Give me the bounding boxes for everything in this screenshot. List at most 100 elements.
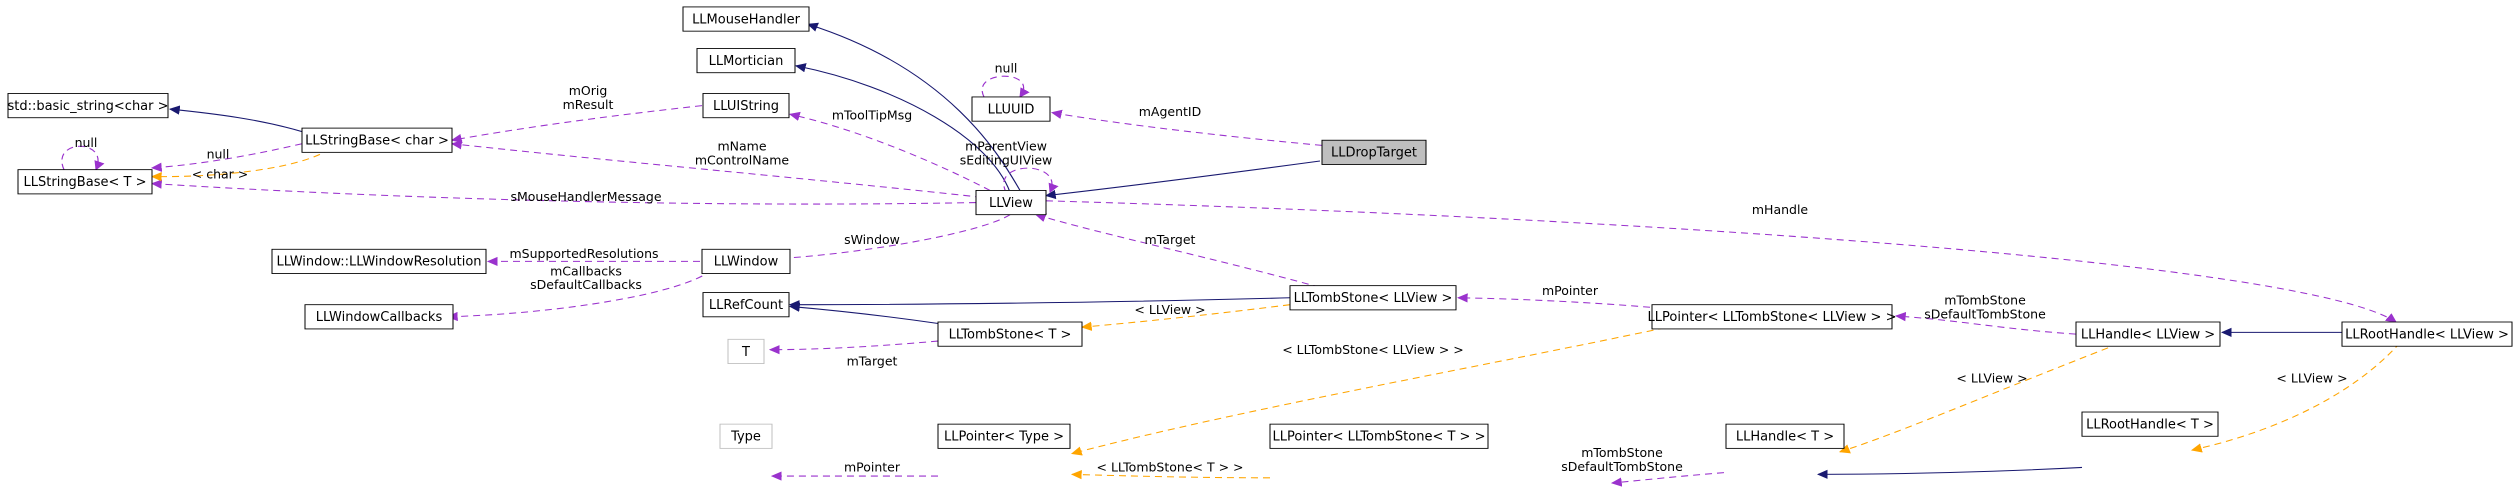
edge-lldroptarget-to-llview	[1044, 160, 1321, 200]
label-mcallbacks: mCallbacks	[550, 263, 622, 278]
edge-llhandle-llview-mtombstone	[1894, 311, 2077, 335]
node-llhandle-llview[interactable]: LLHandle< LLView >	[2075, 321, 2221, 347]
svg-text:LLUIString: LLUIString	[713, 99, 779, 114]
label-llview-tpl-root: < LLView >	[2276, 371, 2347, 386]
edge-llview-mhandle-llroothandle-llview	[1045, 200, 2397, 323]
svg-text:LLUUID: LLUUID	[988, 102, 1035, 117]
svg-text:LLRootHandle< LLView >: LLRootHandle< LLView >	[2345, 327, 2509, 342]
svg-text:LLRootHandle< T >: LLRootHandle< T >	[2086, 417, 2214, 432]
svg-text:LLWindow::LLWindowResolution: LLWindow::LLWindowResolution	[276, 255, 481, 270]
edge-lluistring-morig-llstringbase-char	[450, 105, 703, 144]
node-t[interactable]: T	[727, 338, 765, 364]
label-null-left: null	[75, 135, 98, 150]
label-mtarget-view: mTarget	[1145, 232, 1196, 247]
node-llpointer-tombstone-llview[interactable]: LLPointer< LLTombStone< LLView > >	[1648, 304, 1897, 330]
node-llrefcount[interactable]: LLRefCount	[702, 292, 790, 318]
node-lldroptarget[interactable]: LLDropTarget	[1321, 139, 1427, 165]
edge-llwindow-mcallbacks-llwindowcallbacks	[446, 269, 713, 322]
edge-llstringbase-t-null-self	[61, 145, 105, 171]
edge-llview-swindow-llwindow	[756, 214, 1011, 264]
svg-text:T: T	[741, 345, 750, 360]
label-sdefaulttombstone-bottom: sDefaultTombStone	[1561, 459, 1683, 474]
node-llmortician[interactable]: LLMortician	[696, 48, 796, 74]
node-llroothandle-llview[interactable]: LLRootHandle< LLView >	[2341, 321, 2513, 347]
label-mpointer-bottom: mPointer	[844, 460, 901, 475]
node-llmousehandler[interactable]: LLMouseHandler	[682, 6, 810, 32]
node-lltombstone-t[interactable]: LLTombStone< T >	[937, 321, 1083, 347]
label-seditinguiview: sEditingUIView	[960, 152, 1053, 167]
svg-text:LLTombStone< T >: LLTombStone< T >	[949, 327, 1072, 342]
edge-llview-smousehandlermessage-llstringbase-t	[150, 179, 977, 205]
label-mtombstone-top: mTombStone	[1944, 293, 2026, 308]
edge-llhandle-t-mtombstone	[1610, 472, 1725, 487]
label-null-uuid: null	[995, 61, 1018, 76]
nodes: LLMouseHandler LLMortician std::basic_st…	[7, 6, 2513, 449]
label-magentid: mAgentID	[1139, 104, 1201, 119]
label-mpointer-top: mPointer	[1542, 283, 1599, 298]
edge-llpointer-tombstone-llview-mpointer	[1456, 293, 1651, 308]
edge-llroothandle-t-to-llhandle-t	[1816, 466, 2083, 480]
node-llwindowcallbacks[interactable]: LLWindowCallbacks	[304, 304, 454, 330]
svg-text:LLPointer< LLTombStone< T > >: LLPointer< LLTombStone< T > >	[1273, 430, 1486, 445]
edge-lltombstone-t-mtarget-t	[768, 340, 939, 355]
svg-text:LLRefCount: LLRefCount	[709, 298, 783, 313]
label-char: < char >	[192, 166, 248, 181]
node-llpointer-type[interactable]: LLPointer< Type >	[937, 423, 1071, 449]
label-mtombstone-bottom: mTombStone	[1581, 445, 1663, 460]
edge-llpointer-tombstone-llview-template	[1070, 319, 1701, 456]
label-msupportedresolutions: mSupportedResolutions	[509, 246, 658, 261]
node-llwindow[interactable]: LLWindow	[701, 248, 791, 274]
node-lltombstone-llview[interactable]: LLTombStone< LLView >	[1289, 285, 1457, 311]
edge-lltombstone-llview-to-llrefcount	[788, 297, 1291, 310]
label-mtarget-t: mTarget	[847, 353, 898, 368]
node-std-basic-string[interactable]: std::basic_string<char >	[7, 93, 169, 119]
label-null-stringbase: null	[207, 146, 230, 161]
node-llpointer-tombstone-t[interactable]: LLPointer< LLTombStone< T > >	[1269, 423, 1489, 449]
svg-text:LLWindow: LLWindow	[714, 255, 779, 270]
svg-text:LLHandle< T >: LLHandle< T >	[1736, 430, 1834, 445]
svg-text:LLHandle< LLView >: LLHandle< LLView >	[2081, 327, 2215, 342]
node-lluuid[interactable]: LLUUID	[971, 96, 1051, 122]
svg-text:LLWindowCallbacks: LLWindowCallbacks	[316, 310, 443, 325]
label-tombstone-llview-tpl: < LLTombStone< LLView > >	[1282, 342, 1464, 357]
svg-text:LLPointer< Type >: LLPointer< Type >	[944, 430, 1064, 445]
label-mcontrolname: mControlName	[695, 152, 790, 167]
label-morig: mOrig	[569, 83, 608, 98]
node-llstringbase-t[interactable]: LLStringBase< T >	[17, 169, 153, 195]
node-llroothandle-t[interactable]: LLRootHandle< T >	[2081, 411, 2219, 437]
node-type[interactable]: Type	[719, 423, 773, 449]
node-llhandle-t[interactable]: LLHandle< T >	[1725, 423, 1845, 449]
label-mtooltipmsg: mToolTipMsg	[832, 107, 912, 122]
edge-llview-parentview-self	[1003, 167, 1059, 194]
label-mparentview: mParentView	[965, 139, 1047, 154]
node-llstringbase-char[interactable]: LLStringBase< char >	[301, 127, 453, 153]
svg-text:Type: Type	[730, 430, 761, 445]
edge-lltombstone-t-to-llrefcount	[788, 302, 941, 325]
diagram-root: null mAgentID mOrig mResult mToolTipMsg …	[7, 6, 2513, 487]
edge-llstringbase-char-null-llstringbase-t	[150, 143, 303, 172]
edge-llstringbase-char-to-std-string	[168, 105, 303, 133]
svg-text:LLDropTarget: LLDropTarget	[1331, 146, 1417, 161]
label-llview-tpl-handle: < LLView >	[1956, 371, 2027, 386]
inheritance-edges	[168, 22, 2342, 480]
svg-text:LLStringBase< T >: LLStringBase< T >	[24, 175, 147, 190]
label-mhandle: mHandle	[1752, 202, 1809, 217]
edge-lltombstone-llview-mtarget-llview	[1034, 212, 1321, 288]
node-lluistring[interactable]: LLUIString	[702, 93, 790, 119]
svg-text:LLPointer< LLTombStone< LLView: LLPointer< LLTombStone< LLView > >	[1648, 310, 1897, 325]
edge-labels: null mAgentID mOrig mResult mToolTipMsg …	[75, 61, 2348, 475]
edge-llpointer-tombstone-t-template	[1070, 469, 1271, 480]
edge-lluuid-null-self	[981, 75, 1030, 98]
node-llview[interactable]: LLView	[975, 189, 1047, 216]
label-swindow: sWindow	[844, 232, 900, 247]
label-tombstone-t-tpl: < LLTombStone< T > >	[1097, 460, 1244, 475]
template-edges	[150, 148, 2401, 480]
svg-text:std::basic_string<char >: std::basic_string<char >	[7, 99, 168, 114]
svg-text:LLView: LLView	[989, 196, 1033, 211]
edge-llhandle-llview-template	[1838, 338, 2131, 454]
edge-llview-to-llmortician	[794, 63, 1011, 193]
node-llwindow-resolution[interactable]: LLWindow::LLWindowResolution	[271, 248, 487, 274]
label-mresult: mResult	[563, 97, 614, 112]
label-smousehandlermessage: sMouseHandlerMessage	[510, 189, 661, 204]
